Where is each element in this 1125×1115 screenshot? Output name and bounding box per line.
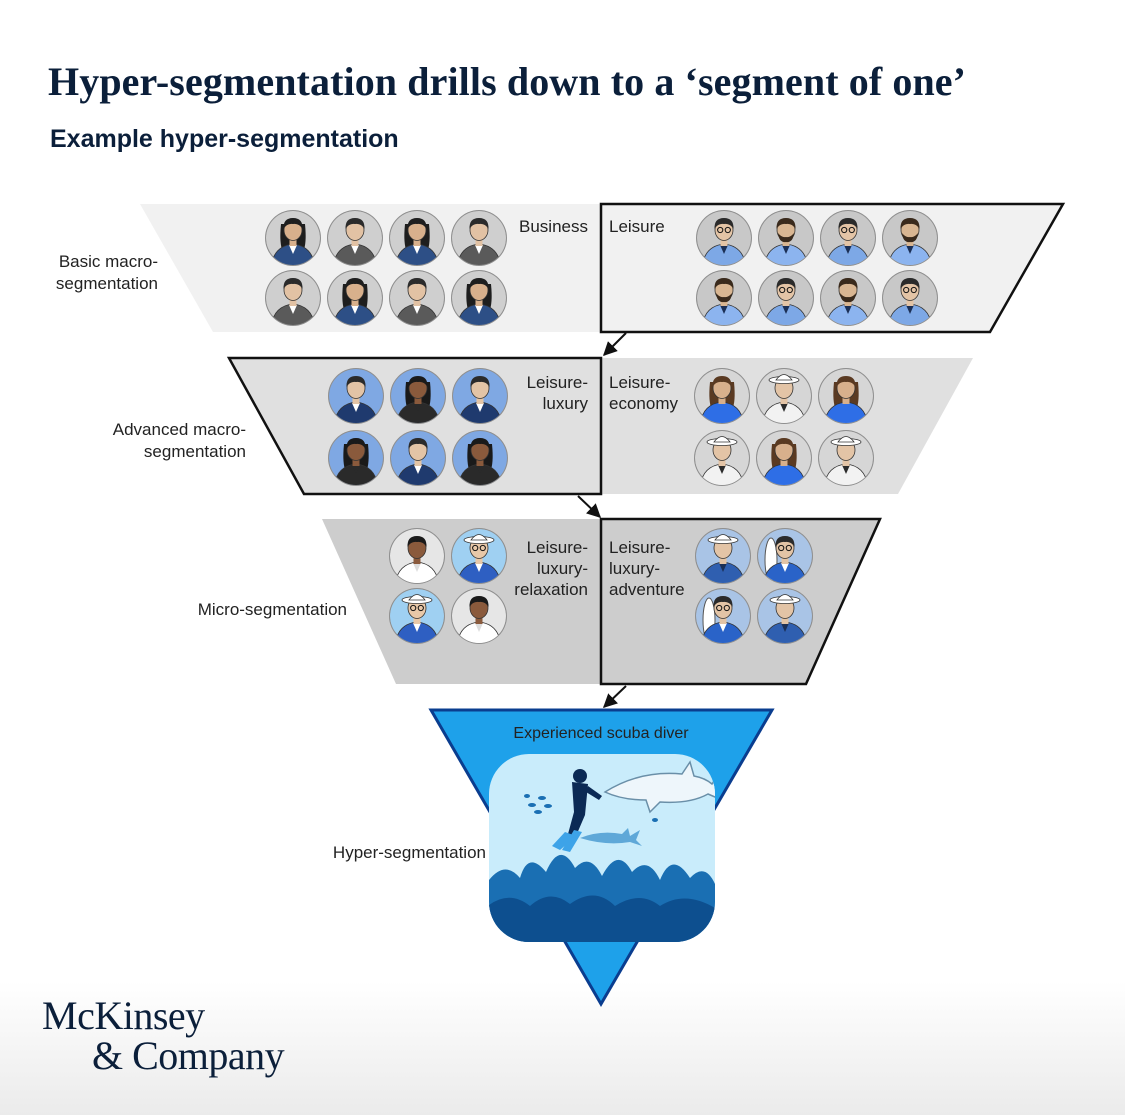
bearded-tourist-avatar [696,270,752,326]
hiker-avatar [695,528,751,584]
avatar-group-relaxation [389,528,507,644]
backpacker-avatar [694,430,750,486]
level-label-micro: Micro-segmentation [198,600,347,619]
tourist-avatar [820,210,876,266]
segment-label-adventure: Leisure-luxury-adventure [609,538,685,599]
spa-guest-avatar [451,588,507,644]
segment-label-leisure-economy: Leisure-economy [609,373,678,413]
page-title: Hyper-segmentation drills down to a ‘seg… [48,59,967,104]
diver-icon [552,769,602,852]
luxury-woman-avatar [390,368,446,424]
segment-label-leisure-luxury: Leisure-luxury [527,373,589,413]
luxury-man-avatar [452,368,508,424]
level-basic [140,202,1066,334]
beach-woman-avatar [389,588,445,644]
casual-woman-avatar [694,368,750,424]
small-shark-icon [580,828,642,846]
level-label-advanced: Advanced macro-segmentation [113,420,246,461]
backpacker-avatar [756,368,812,424]
level-advanced [226,356,973,496]
selected-box-leisure-luxury [226,356,603,496]
businesswoman-avatar [265,210,321,266]
businessman-avatar [265,270,321,326]
level-label-basic: Basic macro-segmentation [56,252,158,293]
fish-school-icon [524,794,658,822]
spa-guest-avatar [389,528,445,584]
surfer-avatar [695,588,751,644]
businesswoman-avatar [327,270,383,326]
surfer-avatar [757,528,813,584]
casual-woman-avatar [756,430,812,486]
segment-label-business: Business [519,217,588,236]
businessman-avatar [451,210,507,266]
businessman-avatar [389,270,445,326]
brand-line-1: McKinsey [42,993,205,1038]
luxury-man-avatar [328,368,384,424]
luxury-man-avatar [390,430,446,486]
luxury-woman-avatar [452,430,508,486]
businesswoman-avatar [451,270,507,326]
bearded-tourist-avatar [882,210,938,266]
tourist-avatar [696,210,752,266]
level-label-hyper: Hyper-segmentation [333,843,486,862]
arrow-advanced-to-micro [577,495,602,518]
avatar-group-leisure-luxury [328,368,508,486]
brand-logo: McKinsey & Company [42,993,285,1078]
avatar-group-adventure [695,528,813,644]
luxury-woman-avatar [328,430,384,486]
backpacker-avatar [818,430,874,486]
arrow-micro-to-hyper [602,685,627,708]
avatar-group-leisure [696,210,938,326]
segment-label-leisure: Leisure [609,217,665,236]
businesswoman-avatar [389,210,445,266]
page-subtitle: Example hyper-segmentation [50,125,399,153]
arrow-basic-to-advanced [603,332,627,356]
avatar-group-business [265,210,507,326]
businessman-avatar [327,210,383,266]
segment-label-relaxation: Leisure-luxury-relaxation [514,538,588,599]
shark-icon [603,760,715,814]
casual-woman-avatar [818,368,874,424]
tourist-avatar [758,270,814,326]
bearded-tourist-avatar [758,210,814,266]
scuba-scene [489,754,715,942]
level-micro [322,517,882,686]
reef-foreground [489,895,715,942]
hiker-avatar [757,588,813,644]
segment-label-scuba-diver: Experienced scuba diver [513,725,689,742]
avatar-group-leisure-economy [694,368,874,486]
bearded-tourist-avatar [820,270,876,326]
brand-line-2: & Company [92,1033,285,1078]
level-hyper [428,708,775,1007]
